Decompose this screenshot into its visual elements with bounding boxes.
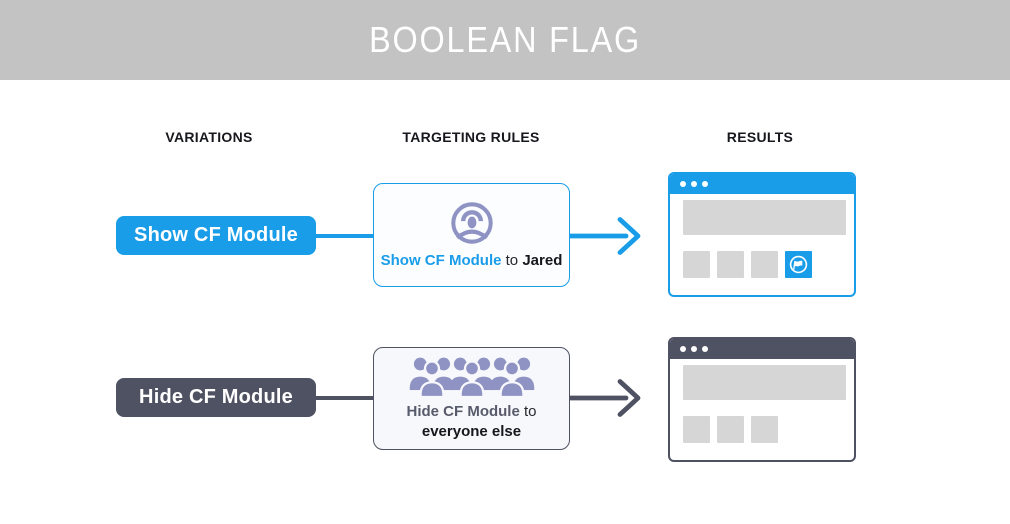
window-dot bbox=[702, 181, 708, 187]
rule-audience: everyone else bbox=[421, 422, 522, 440]
variation-chip-show: Show CF Module bbox=[116, 216, 316, 255]
column-header-results: RESULTS bbox=[726, 129, 794, 145]
placeholder-block bbox=[683, 251, 710, 278]
arrow-right-icon bbox=[570, 217, 641, 255]
placeholder-block bbox=[717, 416, 744, 443]
placeholder-block bbox=[751, 251, 778, 278]
placeholder-block-row bbox=[683, 416, 843, 443]
column-header-variations: VARIATIONS bbox=[165, 129, 253, 145]
placeholder-block bbox=[717, 251, 744, 278]
targeting-rule-card: Show CF Module to Jared bbox=[373, 183, 570, 287]
connector-line bbox=[314, 396, 374, 400]
cf-module-block bbox=[785, 251, 812, 278]
header-banner: BOOLEAN FLAG bbox=[0, 0, 1010, 80]
placeholder-block bbox=[751, 416, 778, 443]
window-dot bbox=[680, 346, 686, 352]
rule-text: Hide CF Module to everyone else bbox=[386, 402, 558, 442]
result-browser-window bbox=[668, 172, 856, 297]
placeholder-block-row bbox=[683, 251, 843, 278]
rule-flag-name: Hide CF Module bbox=[406, 402, 520, 420]
flag-circle-icon bbox=[789, 255, 808, 274]
variation-chip-hide: Hide CF Module bbox=[116, 378, 316, 417]
rule-connector-word: to bbox=[523, 402, 537, 420]
page-title: BOOLEAN FLAG bbox=[369, 19, 641, 60]
column-header-targeting-rules: TARGETING RULES bbox=[402, 129, 540, 145]
rule-flag-name: Show CF Module bbox=[380, 251, 502, 269]
rule-text: Show CF Module to Jared bbox=[381, 251, 563, 271]
browser-titlebar bbox=[670, 339, 854, 359]
window-dot bbox=[691, 181, 697, 187]
placeholder-hero-block bbox=[683, 200, 846, 235]
connector-line bbox=[314, 234, 374, 238]
user-circle-icon bbox=[449, 200, 495, 246]
browser-body bbox=[670, 359, 854, 443]
browser-titlebar bbox=[670, 174, 854, 194]
placeholder-block bbox=[683, 416, 710, 443]
browser-body bbox=[670, 194, 854, 278]
rule-audience: Jared bbox=[522, 251, 563, 269]
placeholder-hero-block bbox=[683, 365, 846, 400]
crowd-icon bbox=[407, 356, 537, 397]
rule-connector-word: to bbox=[505, 251, 519, 269]
arrow-right-icon bbox=[570, 379, 641, 417]
window-dot bbox=[691, 346, 697, 352]
window-dot bbox=[680, 181, 686, 187]
result-browser-window bbox=[668, 337, 856, 462]
window-dot bbox=[702, 346, 708, 352]
targeting-rule-card: Hide CF Module to everyone else bbox=[373, 347, 570, 450]
